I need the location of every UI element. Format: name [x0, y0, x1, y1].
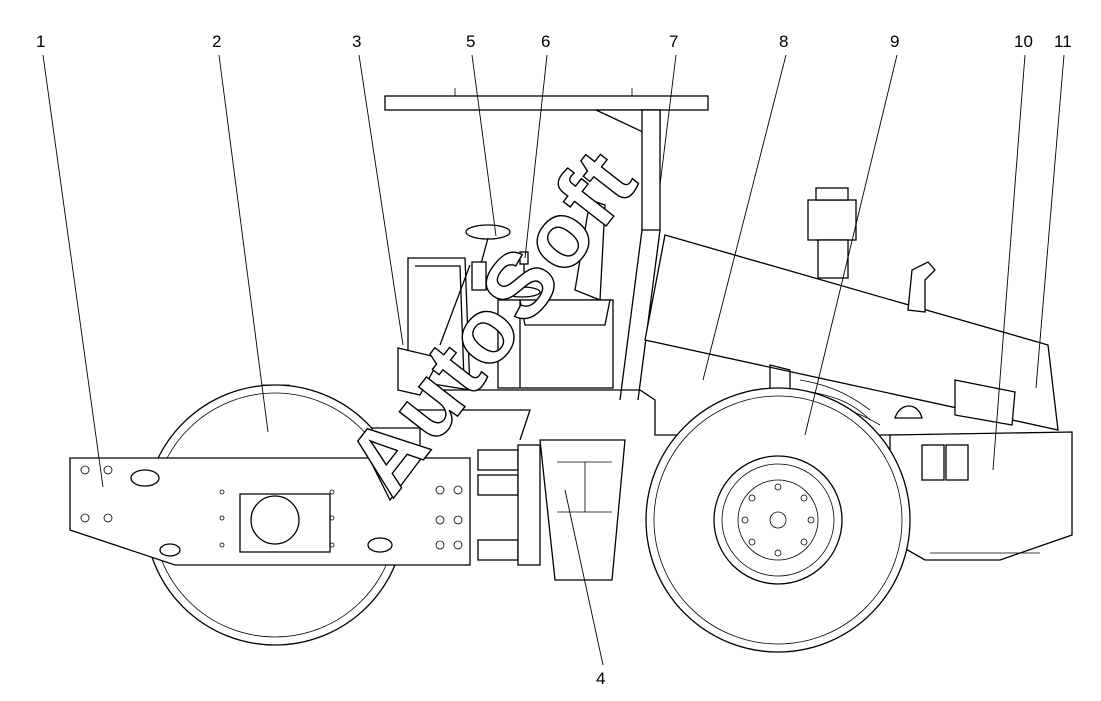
callout-6: 6 [541, 32, 550, 51]
canopy [384, 88, 709, 401]
callout-11: 11 [1054, 32, 1072, 51]
drum-frame-plate [69, 427, 471, 566]
callout-4: 4 [596, 669, 605, 688]
callout-3: 3 [352, 32, 361, 51]
callout-10: 10 [1014, 32, 1033, 51]
operator-station [397, 199, 900, 441]
leader-lines [42, 54, 1065, 666]
callout-5: 5 [466, 32, 475, 51]
callout-9: 9 [890, 32, 899, 51]
callout-2: 2 [212, 32, 221, 51]
callout-8: 8 [779, 32, 788, 51]
rear-frame [889, 431, 1073, 561]
engine-hood [644, 187, 1059, 431]
callout-labels: 1 2 3 4 5 6 7 8 9 10 11 [36, 32, 1072, 688]
articulation-hitch [477, 439, 626, 581]
callout-7: 7 [669, 32, 678, 51]
rear-wheel [645, 387, 911, 653]
callout-1: 1 [36, 32, 45, 51]
